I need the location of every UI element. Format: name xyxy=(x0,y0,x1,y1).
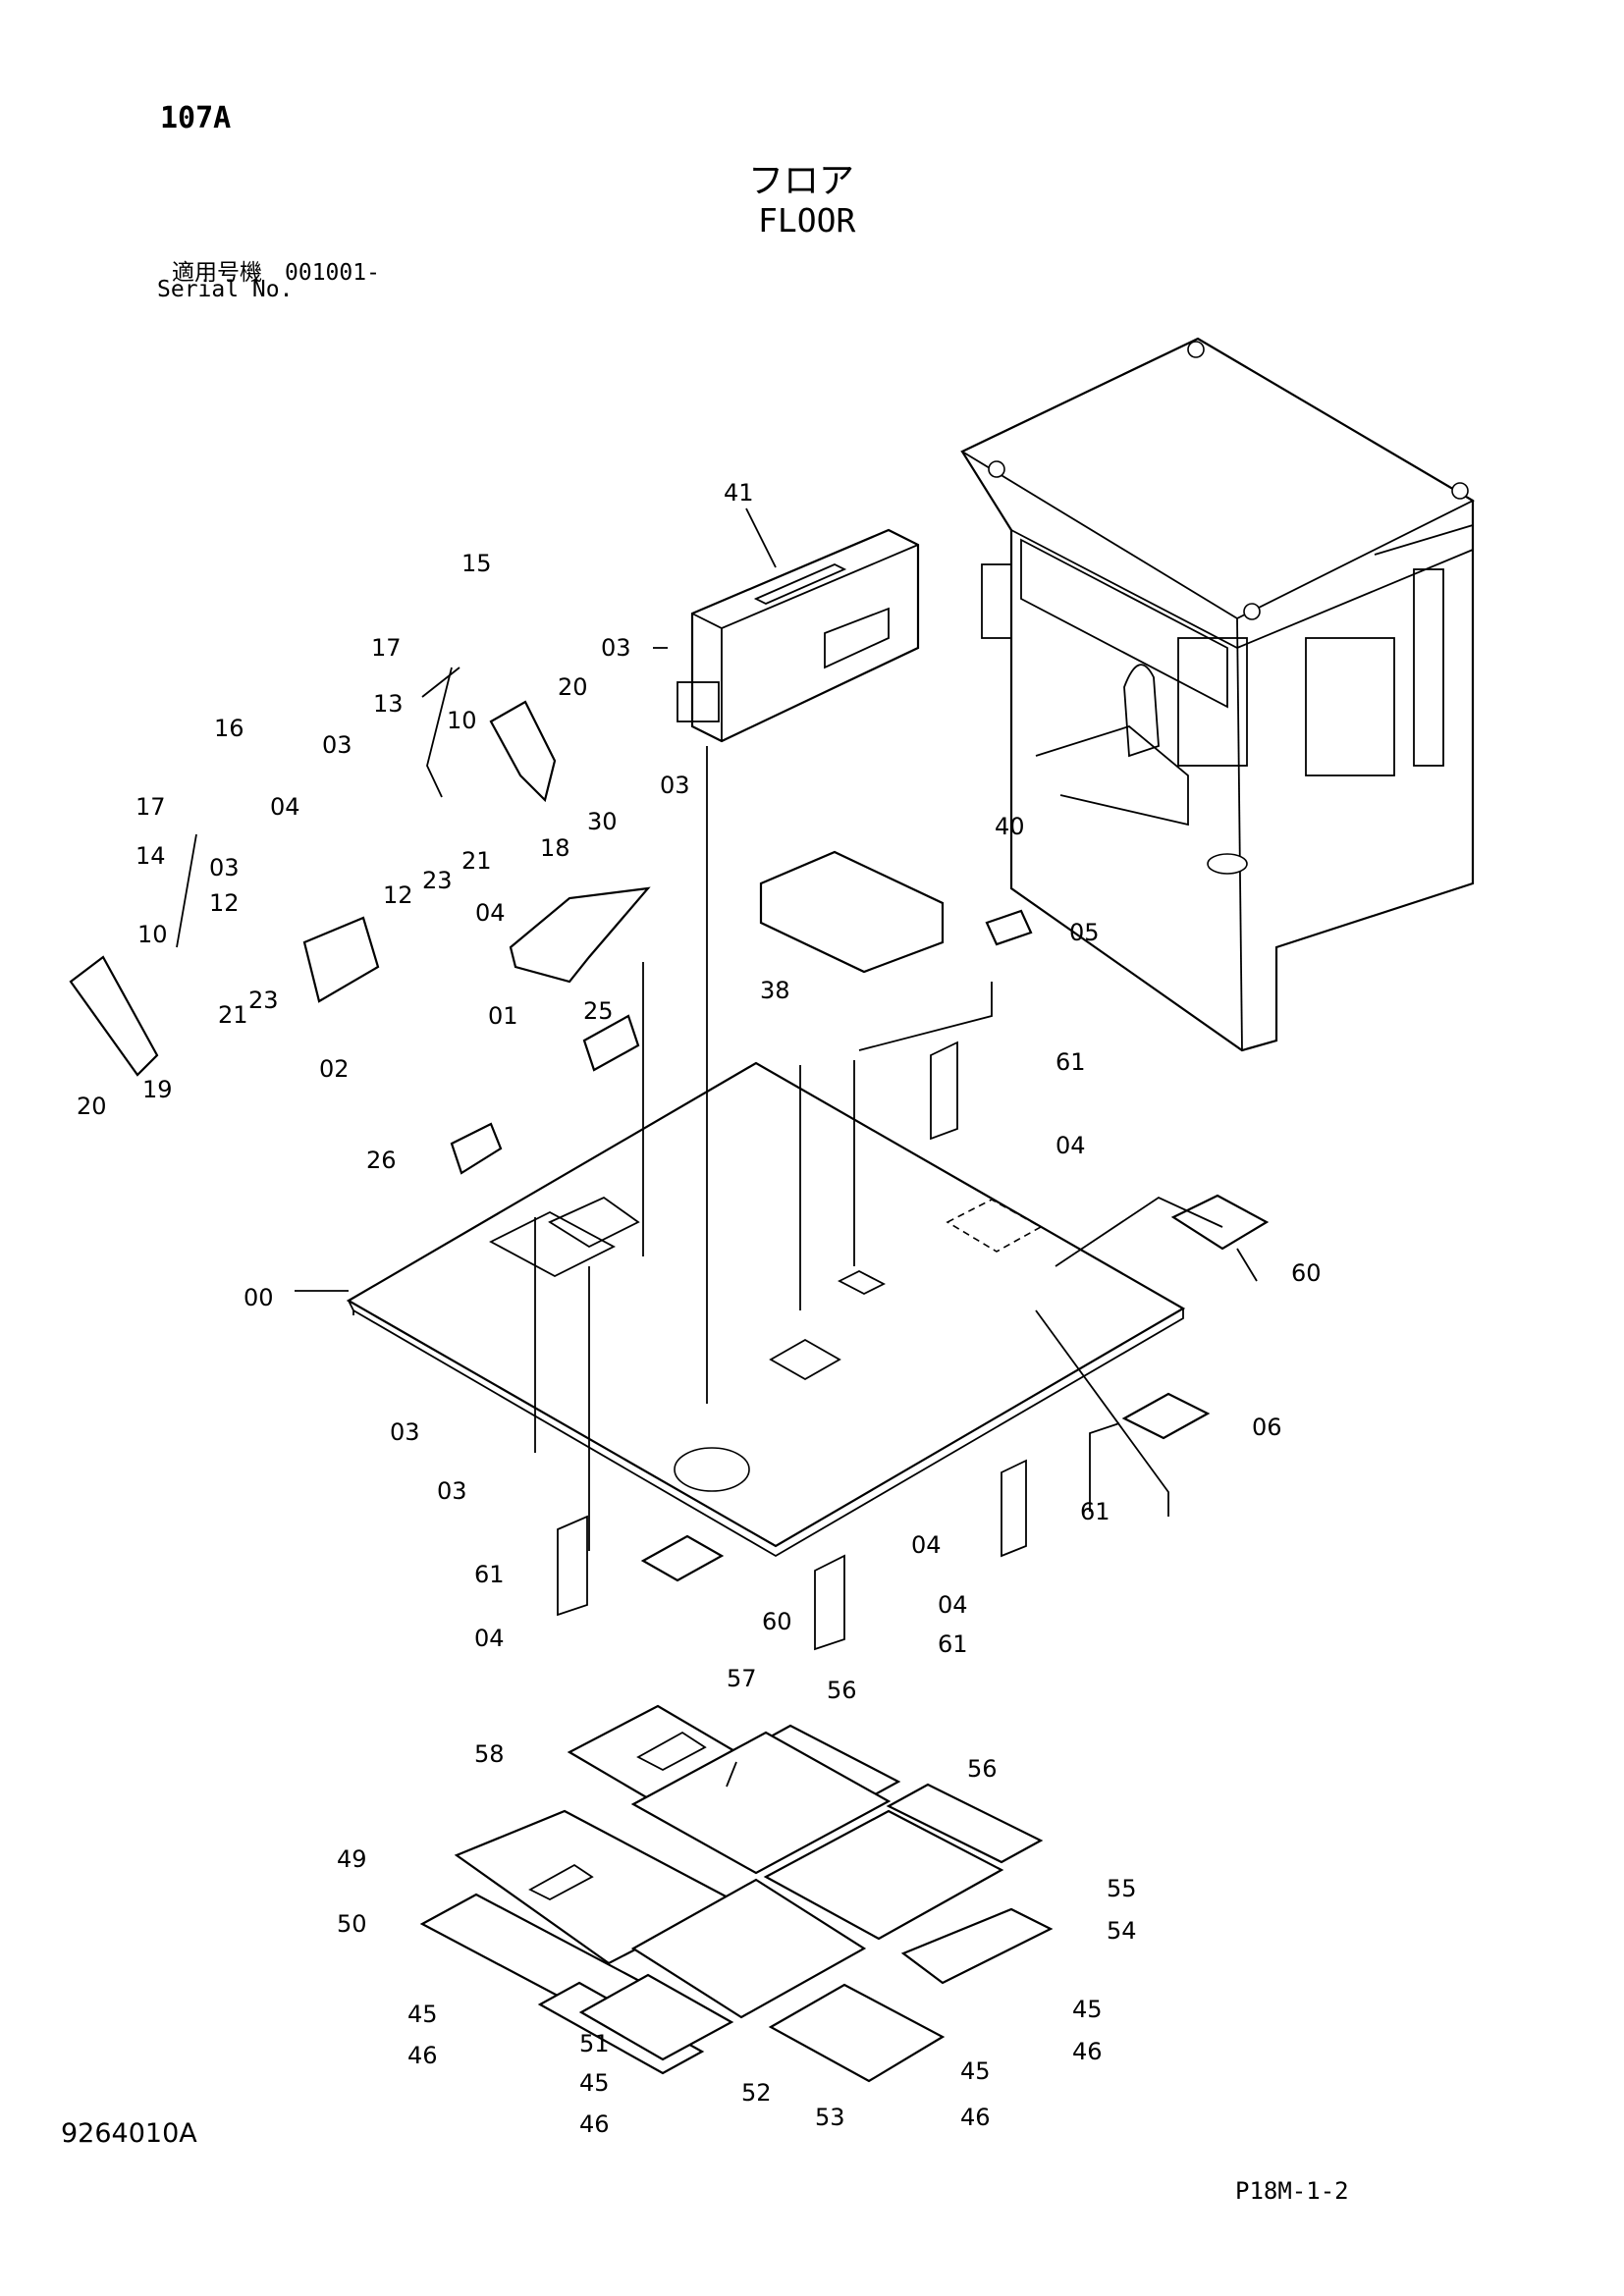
callout-23b: 23 xyxy=(248,987,279,1014)
callout-05: 05 xyxy=(1069,919,1100,946)
callout-20b: 20 xyxy=(77,1093,107,1120)
cab-assembly xyxy=(960,337,1475,1052)
callout-61b: 61 xyxy=(1080,1498,1110,1525)
callout-38: 38 xyxy=(760,977,790,1004)
callout-45c: 45 xyxy=(579,2069,610,2097)
callouts: 41 15 17 13 20 10 03 16 17 14 04 03 12 1… xyxy=(77,479,1322,2138)
callout-10: 10 xyxy=(447,707,477,734)
title-english: FLOOR xyxy=(758,201,856,240)
callout-04: 04 xyxy=(270,793,300,821)
callout-04c: 04 xyxy=(1056,1132,1086,1159)
callout-02: 02 xyxy=(319,1055,350,1083)
callout-03c: 03 xyxy=(660,772,690,799)
part-00-floor-plate xyxy=(346,1061,1186,1558)
callout-49: 49 xyxy=(337,1845,367,1873)
page-code: 107A xyxy=(160,101,232,135)
callout-45b: 45 xyxy=(1072,1996,1103,2023)
callout-45d: 45 xyxy=(960,2057,991,2085)
callout-54: 54 xyxy=(1107,1917,1137,1945)
callout-21b: 21 xyxy=(218,1001,248,1029)
callout-04d: 04 xyxy=(911,1531,942,1559)
callout-20: 20 xyxy=(558,673,588,701)
callout-06: 06 xyxy=(1252,1414,1282,1441)
callout-16: 16 xyxy=(214,715,244,742)
callout-60b: 60 xyxy=(762,1608,792,1635)
callout-61c: 61 xyxy=(474,1561,505,1588)
callout-17b: 17 xyxy=(135,793,166,821)
callout-56: 56 xyxy=(827,1677,857,1704)
callout-60: 60 xyxy=(1291,1259,1322,1287)
callout-17: 17 xyxy=(371,634,402,662)
callout-45: 45 xyxy=(407,2001,438,2028)
document-number: 9264010A xyxy=(61,2118,197,2149)
callout-46b: 46 xyxy=(1072,2038,1103,2065)
callout-25: 25 xyxy=(583,997,614,1025)
part-41-controller-box xyxy=(677,528,920,743)
callout-03d: 03 xyxy=(601,634,631,662)
callout-53: 53 xyxy=(815,2104,845,2131)
callout-04e: 04 xyxy=(938,1591,968,1619)
callout-13: 13 xyxy=(373,690,404,718)
floor-mat-set xyxy=(419,1704,1054,2083)
callout-46c: 46 xyxy=(579,2110,610,2138)
callout-04b: 04 xyxy=(475,899,506,927)
leader-lines xyxy=(295,507,1258,1788)
callout-46: 46 xyxy=(407,2042,438,2069)
callout-30: 30 xyxy=(587,808,618,835)
sheet-number: P18M-1-2 xyxy=(1235,2177,1349,2205)
callout-19: 19 xyxy=(142,1076,173,1103)
callout-46d: 46 xyxy=(960,2104,991,2131)
callout-23: 23 xyxy=(422,867,453,894)
callout-03e: 03 xyxy=(390,1418,420,1446)
callout-57: 57 xyxy=(727,1665,757,1692)
serial-label-english: Serial No. xyxy=(157,277,294,302)
title-japanese: フロア xyxy=(748,161,855,201)
callout-03: 03 xyxy=(322,731,352,759)
serial-label-japanese: 適用号機 001001- xyxy=(172,260,380,286)
callout-15: 15 xyxy=(461,550,492,577)
callout-10b: 10 xyxy=(137,921,168,948)
callout-40: 40 xyxy=(995,813,1025,840)
callout-12: 12 xyxy=(209,889,240,917)
callout-03f: 03 xyxy=(437,1477,467,1505)
callout-58: 58 xyxy=(474,1740,505,1768)
callout-61d: 61 xyxy=(938,1630,968,1658)
callout-00: 00 xyxy=(244,1284,274,1311)
callout-04f: 04 xyxy=(474,1625,505,1652)
callout-50: 50 xyxy=(337,1910,367,1938)
callout-56b: 56 xyxy=(967,1755,998,1783)
callout-26: 26 xyxy=(366,1147,397,1174)
callout-52: 52 xyxy=(741,2079,772,2107)
pedal-assemblies xyxy=(69,667,1270,1651)
callout-61: 61 xyxy=(1056,1048,1086,1076)
callout-21: 21 xyxy=(461,847,492,875)
callout-12b: 12 xyxy=(383,881,413,909)
callout-55: 55 xyxy=(1107,1875,1137,1902)
callout-51: 51 xyxy=(579,2030,610,2057)
callout-41: 41 xyxy=(724,479,754,507)
callout-01: 01 xyxy=(488,1002,518,1030)
callout-14: 14 xyxy=(135,842,166,870)
callout-18: 18 xyxy=(540,834,570,862)
callout-03b: 03 xyxy=(209,854,240,881)
